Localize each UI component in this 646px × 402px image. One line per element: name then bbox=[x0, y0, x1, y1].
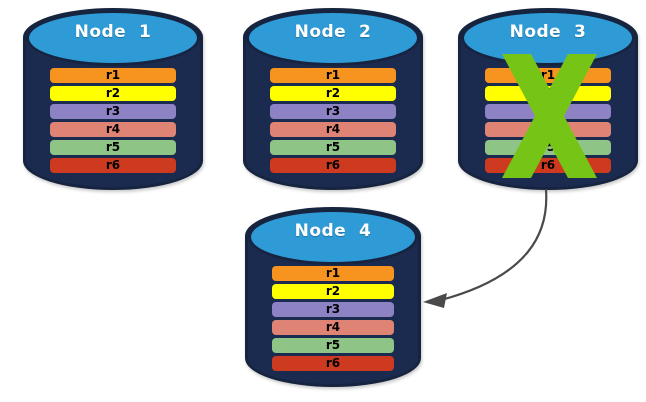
record-bar[interactable]: r1 bbox=[272, 266, 394, 281]
record-bar[interactable]: r4 bbox=[272, 320, 394, 335]
node-1[interactable]: Node 1 r1 r2 r3 r4 r5 r6 bbox=[23, 8, 203, 190]
node-1-cylinder-cap bbox=[26, 10, 200, 66]
node-3[interactable]: Node 3 r1 r2 r3 r4 r5 r6 bbox=[458, 8, 638, 190]
record-bar[interactable]: r3 bbox=[272, 302, 394, 317]
record-bar[interactable]: r6 bbox=[485, 158, 611, 173]
record-bar[interactable]: r4 bbox=[270, 122, 396, 137]
record-bar[interactable]: r2 bbox=[270, 86, 396, 101]
node3-to-node4-arrow bbox=[423, 188, 548, 308]
node-3-records: r1 r2 r3 r4 r5 r6 bbox=[485, 68, 611, 173]
record-bar[interactable]: r1 bbox=[485, 68, 611, 83]
node-2-title: Node 2 bbox=[294, 22, 372, 42]
record-bar[interactable]: r3 bbox=[50, 104, 176, 119]
record-bar[interactable]: r1 bbox=[50, 68, 176, 83]
node-4-cylinder-cap bbox=[248, 209, 418, 265]
record-bar[interactable]: r5 bbox=[50, 140, 176, 155]
node-4-records: r1 r2 r3 r4 r5 r6 bbox=[272, 266, 394, 371]
record-bar[interactable]: r5 bbox=[272, 338, 394, 353]
record-bar[interactable]: r3 bbox=[485, 104, 611, 119]
node-1-title: Node 1 bbox=[74, 22, 152, 42]
record-bar[interactable]: r4 bbox=[485, 122, 611, 137]
record-bar[interactable]: r5 bbox=[485, 140, 611, 155]
node-2-cylinder-cap bbox=[246, 10, 420, 66]
record-bar[interactable]: r4 bbox=[50, 122, 176, 137]
record-bar[interactable]: r2 bbox=[485, 86, 611, 101]
record-bar[interactable]: r6 bbox=[50, 158, 176, 173]
record-bar[interactable]: r6 bbox=[272, 356, 394, 371]
record-bar[interactable]: r5 bbox=[270, 140, 396, 155]
record-bar[interactable]: r2 bbox=[272, 284, 394, 299]
node-1-records: r1 r2 r3 r4 r5 r6 bbox=[50, 68, 176, 173]
record-bar[interactable]: r3 bbox=[270, 104, 396, 119]
node-3-title: Node 3 bbox=[509, 22, 587, 42]
record-bar[interactable]: r1 bbox=[270, 68, 396, 83]
record-bar[interactable]: r2 bbox=[50, 86, 176, 101]
node-4[interactable]: Node 4 r1 r2 r3 r4 r5 r6 bbox=[245, 207, 421, 387]
node-2-records: r1 r2 r3 r4 r5 r6 bbox=[270, 68, 396, 173]
node-4-title: Node 4 bbox=[294, 221, 372, 241]
node-2[interactable]: Node 2 r1 r2 r3 r4 r5 r6 bbox=[243, 8, 423, 190]
record-bar[interactable]: r6 bbox=[270, 158, 396, 173]
